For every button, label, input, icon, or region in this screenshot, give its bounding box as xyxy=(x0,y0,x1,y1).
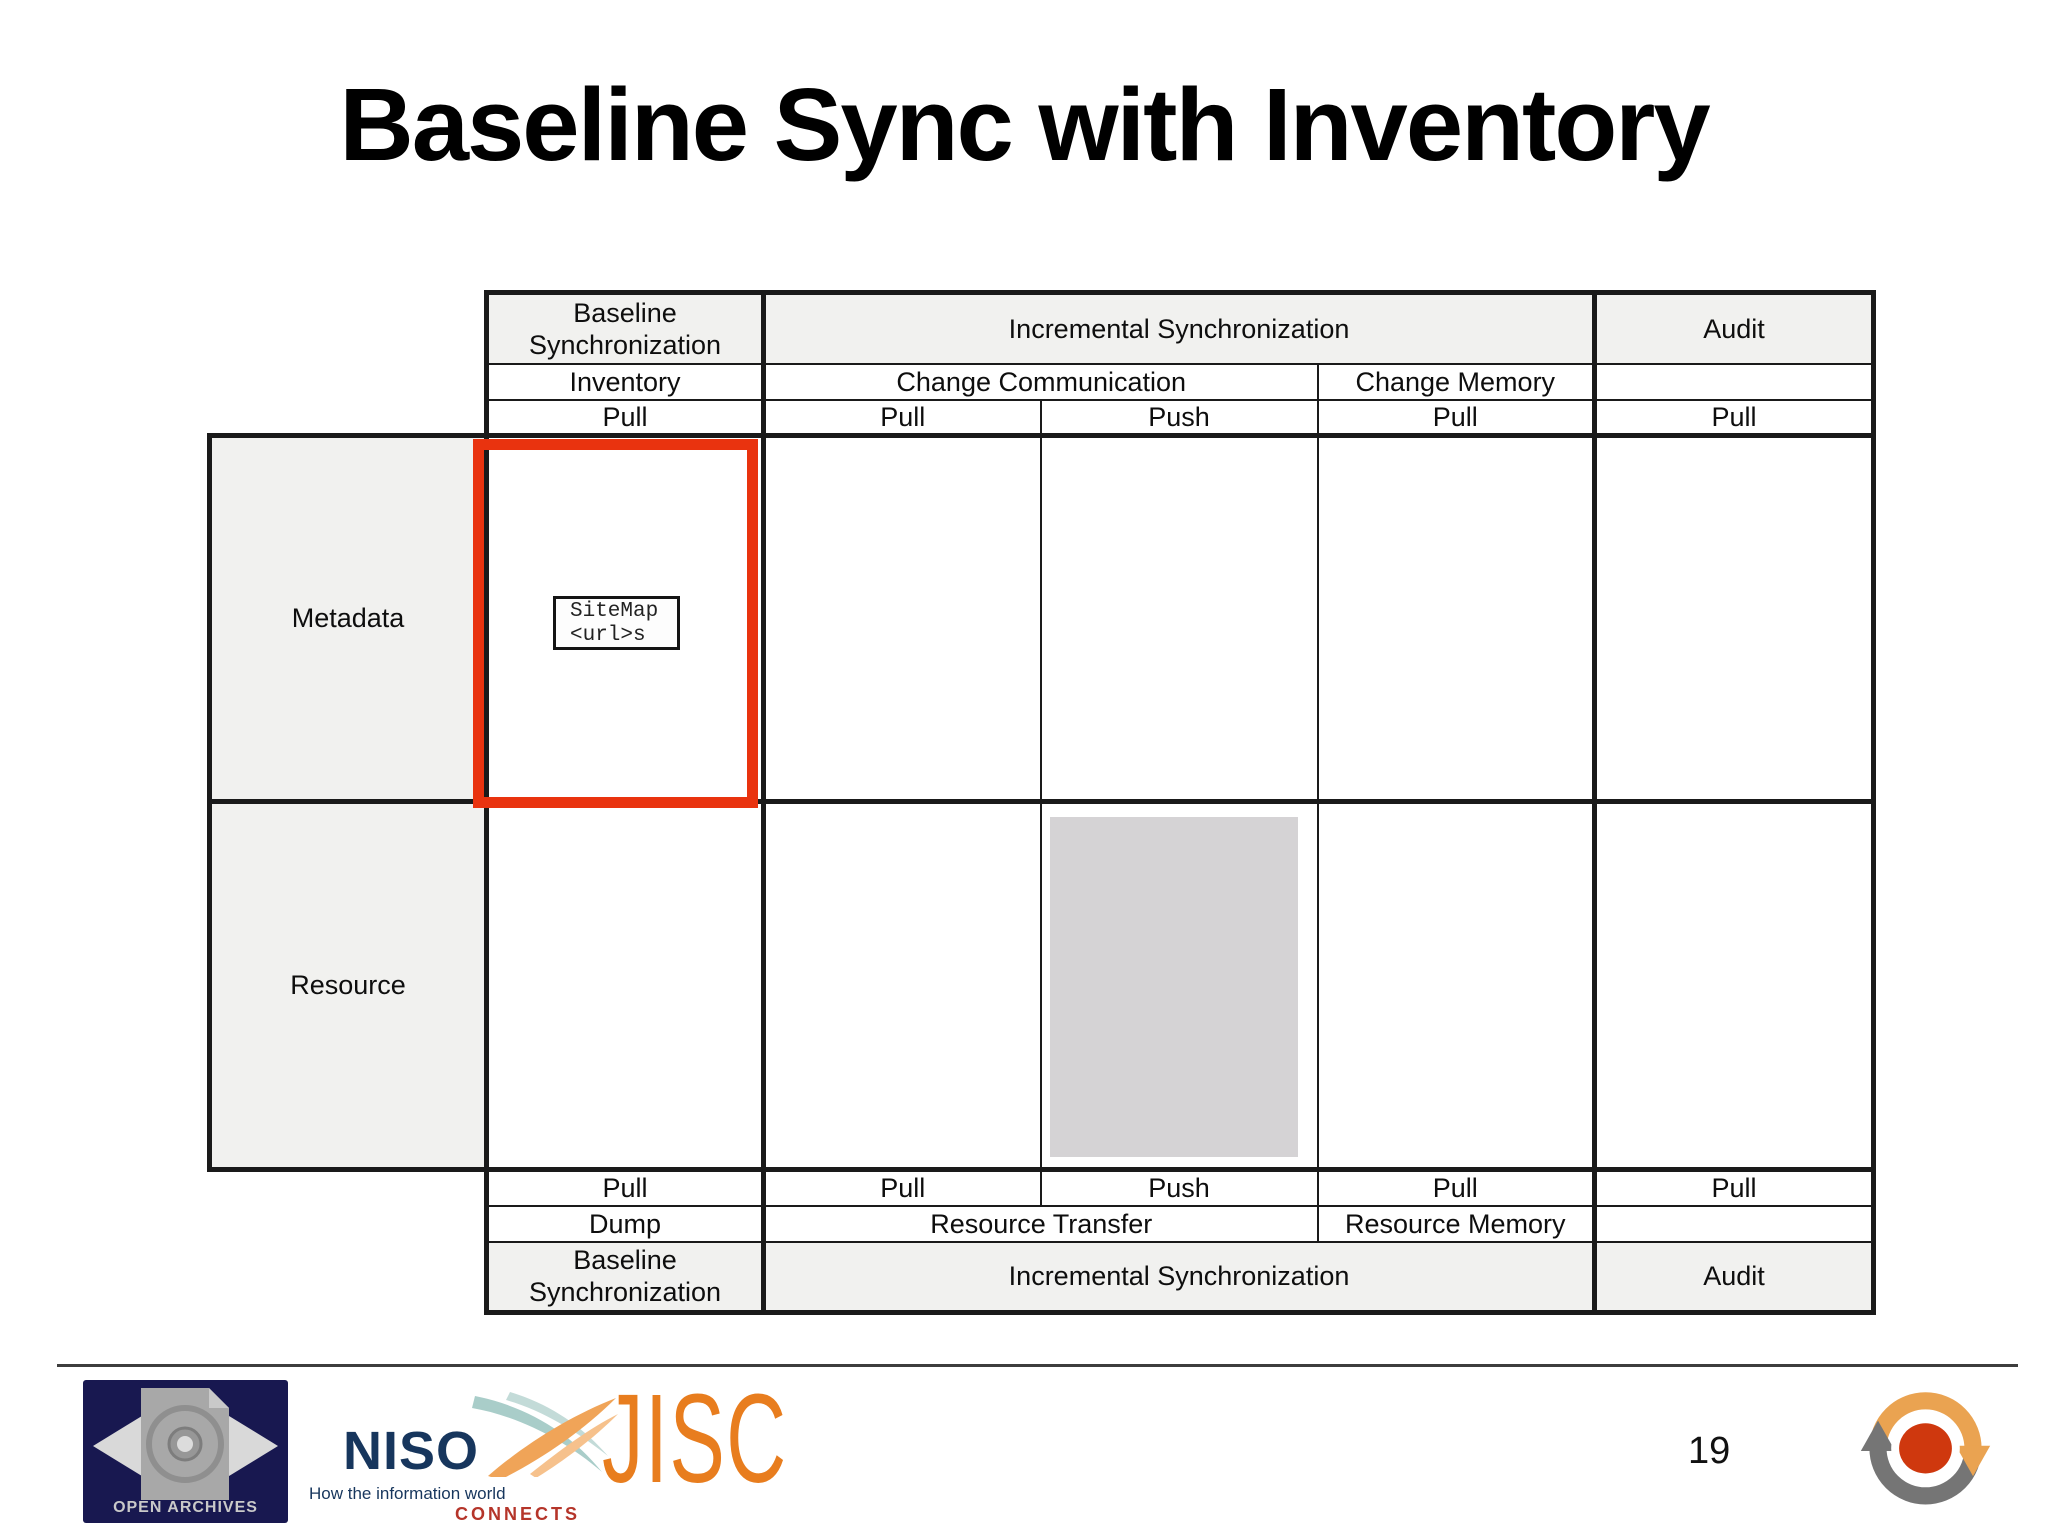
matrix-cell-metadata-inventory xyxy=(484,432,766,804)
open-archives-logo: OPEN ARCHIVES xyxy=(83,1380,288,1523)
matrix-cell-metadata-cc-push xyxy=(1040,432,1319,804)
footer-pull-dump-cell: Pull xyxy=(484,1169,766,1207)
footer-resource-transfer-cell: Resource Transfer xyxy=(763,1206,1319,1243)
page-number: 19 xyxy=(1688,1430,1731,1472)
spacer-cell xyxy=(210,1169,487,1206)
resource-row: Resource xyxy=(207,801,1877,1172)
header-pull-cc-cell: Pull xyxy=(763,399,1042,438)
header-pull-inventory-cell: Pull xyxy=(484,399,766,438)
header-mode-row: Pull Pull Push Pull Pull xyxy=(210,399,1877,438)
matrix-cell-resource-cc-push xyxy=(1040,801,1319,1172)
footer-push-rt-cell: Push xyxy=(1040,1169,1319,1207)
niso-wordmark: NISO xyxy=(343,1421,480,1481)
header-sub-row: Inventory Change Communication Change Me… xyxy=(210,363,1877,401)
footer-audit-sub-cell xyxy=(1592,1206,1877,1243)
matrix-cell-resource-cc-pull xyxy=(763,801,1042,1172)
header-audit-cell: Audit xyxy=(1592,290,1877,365)
sitemap-box-line2: <url>s xyxy=(570,624,646,647)
spacer-cell xyxy=(210,364,487,400)
footer-resource-memory-cell: Resource Memory xyxy=(1317,1206,1598,1243)
oa-eye-icon xyxy=(93,1388,278,1500)
jisc-logo: JISC xyxy=(602,1368,788,1509)
header-audit-sub-cell xyxy=(1592,363,1877,401)
footer-baseline-sync-cell: Baseline Synchronization xyxy=(484,1242,766,1315)
gray-placeholder-box xyxy=(1049,816,1298,1157)
header-pull-audit-cell: Pull xyxy=(1592,399,1877,438)
spacer-cell xyxy=(210,1206,487,1242)
sitemap-box-line1: SiteMap xyxy=(570,600,659,623)
footer-incremental-sync-cell: Incremental Synchronization xyxy=(763,1242,1598,1315)
header-group-row: Baseline Synchronization Incremental Syn… xyxy=(210,290,1877,365)
highlight-rectangle xyxy=(473,439,758,808)
spacer-cell xyxy=(210,293,487,364)
matrix-cell-metadata-cc-pull xyxy=(763,432,1042,804)
footer-audit-cell: Audit xyxy=(1592,1242,1877,1315)
niso-tagline: How the information world xyxy=(309,1484,506,1503)
footer-pull-audit-cell: Pull xyxy=(1592,1169,1877,1207)
open-archives-label: OPEN ARCHIVES xyxy=(113,1499,258,1516)
footer-divider-line xyxy=(57,1364,2018,1367)
niso-connects-label: CONNECTS xyxy=(455,1504,581,1524)
matrix-cell-metadata-cm xyxy=(1317,432,1598,804)
header-incremental-sync-cell: Incremental Synchronization xyxy=(763,290,1598,365)
niso-logo: NISO How the information world CONNECTS xyxy=(295,1392,625,1524)
sync-matrix-table: Baseline Synchronization Incremental Syn… xyxy=(207,290,1877,1315)
row-label-metadata: Metadata xyxy=(207,432,487,804)
niso-swoosh-icon xyxy=(472,1392,618,1477)
sync-cycle-icon xyxy=(1860,1392,1991,1505)
spacer-cell xyxy=(210,1242,487,1312)
footer-pull-rm-cell: Pull xyxy=(1317,1169,1598,1207)
header-baseline-sync-cell: Baseline Synchronization xyxy=(484,290,766,365)
footer-pull-rt-cell: Pull xyxy=(763,1169,1042,1207)
footer-group-row: Baseline Synchronization Incremental Syn… xyxy=(210,1242,1877,1315)
metadata-row: Metadata xyxy=(207,432,1877,804)
matrix-cell-resource-audit xyxy=(1592,801,1877,1172)
matrix-cell-resource-cm xyxy=(1317,801,1598,1172)
header-inventory-cell: Inventory xyxy=(484,363,766,401)
row-label-resource: Resource xyxy=(207,801,487,1172)
matrix-cell-resource-inventory xyxy=(484,801,766,1172)
header-change-communication-cell: Change Communication xyxy=(763,363,1319,401)
spacer-cell xyxy=(210,400,487,436)
footer-sub-row: Dump Resource Transfer Resource Memory xyxy=(210,1206,1877,1243)
header-change-memory-cell: Change Memory xyxy=(1317,363,1598,401)
footer-dump-cell: Dump xyxy=(484,1206,766,1243)
header-pull-cm-cell: Pull xyxy=(1317,399,1598,438)
footer-mode-row: Pull Pull Push Pull Pull xyxy=(210,1169,1877,1207)
sitemap-box: SiteMap <url>s xyxy=(553,596,680,650)
header-push-cc-cell: Push xyxy=(1040,399,1319,438)
page-title: Baseline Sync with Inventory xyxy=(339,67,1710,182)
matrix-cell-metadata-audit xyxy=(1592,432,1877,804)
